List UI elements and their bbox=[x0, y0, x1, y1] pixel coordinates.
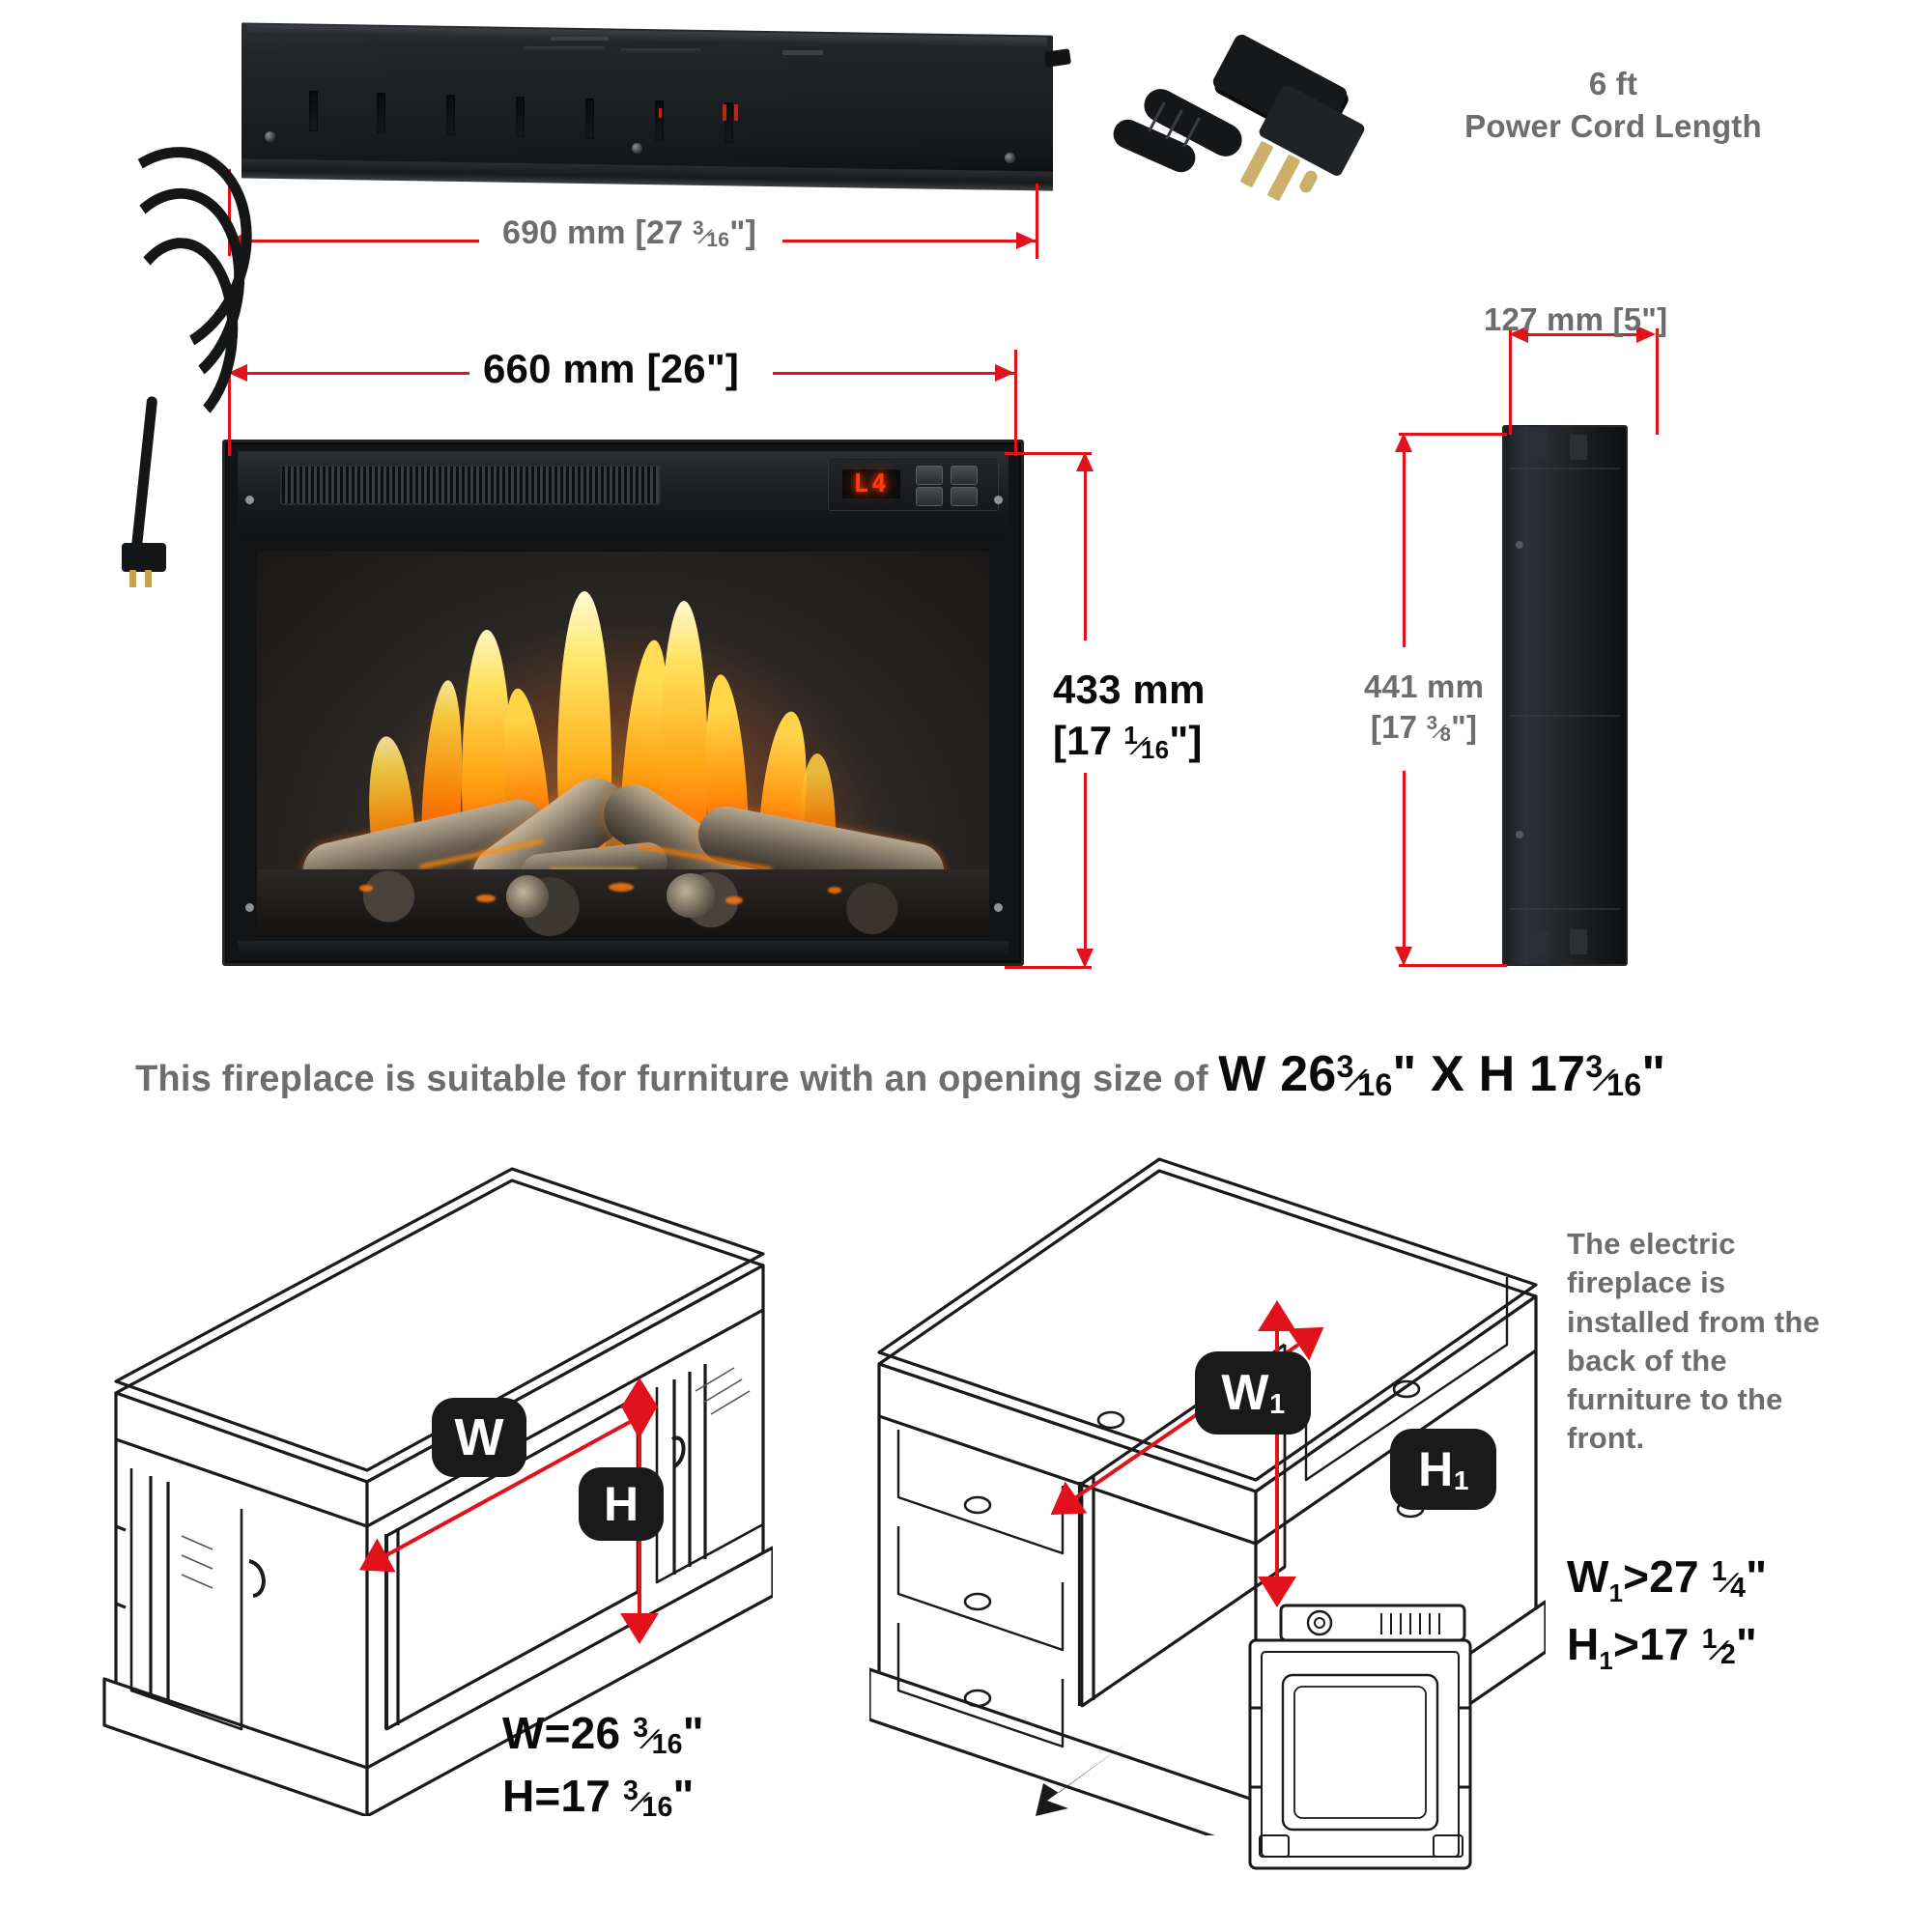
flame-effect-glass bbox=[257, 552, 989, 881]
side-view-height-label: 441 mm [17 3⁄8"] bbox=[1364, 668, 1485, 746]
side-view-depth-label: 127 mm [5"] bbox=[1484, 301, 1668, 337]
spec-w: W=26 3⁄16" bbox=[502, 1708, 704, 1760]
badge-h: H bbox=[580, 1468, 663, 1540]
power-cord-caption-text: Power Cord Length bbox=[1464, 107, 1762, 144]
control-button-heat[interactable] bbox=[916, 487, 943, 506]
power-cord-length: 6 ft bbox=[1588, 66, 1638, 101]
suitability-lead-text: This fireplace is suitable for furniture… bbox=[135, 1059, 1208, 1099]
suitability-emphasis: W 263⁄16" X H 173⁄16" bbox=[1218, 1046, 1666, 1103]
install-note: The electric fireplace is installed from… bbox=[1567, 1227, 1820, 1456]
suitability-headline: This fireplace is suitable for furniture… bbox=[135, 1045, 1665, 1103]
power-plug-image bbox=[1108, 32, 1381, 222]
led-display-value: L4 bbox=[853, 469, 890, 498]
power-cord-coil bbox=[53, 124, 279, 587]
control-button-timer[interactable] bbox=[951, 487, 978, 506]
spec-h: H=17 3⁄16" bbox=[502, 1771, 695, 1823]
rear-top-view-image bbox=[242, 22, 1071, 191]
control-button-power[interactable] bbox=[951, 466, 978, 485]
furniture-right-specs: W1>27 1⁄4" H1>17 1⁄2" bbox=[1567, 1544, 1767, 1679]
badge-w: W bbox=[433, 1399, 526, 1476]
spec-w1: W1>27 1⁄4" bbox=[1567, 1551, 1768, 1608]
control-button-flame[interactable] bbox=[916, 466, 943, 485]
ember-bed bbox=[257, 869, 989, 937]
furniture-rear-install-drawing bbox=[869, 1157, 1546, 1835]
front-view-height-label: 433 mm [17 1⁄16"] bbox=[1053, 667, 1206, 765]
front-view-image: L4 bbox=[222, 440, 1024, 966]
rear-view-width-label: 690 mm [27 3⁄16"] bbox=[502, 214, 757, 252]
power-cord-caption: 6 ft Power Cord Length bbox=[1420, 63, 1806, 147]
insert-unit-rear-drawing bbox=[1248, 1604, 1472, 1870]
furniture-left-specs: W=26 3⁄16" H=17 3⁄16" bbox=[502, 1702, 704, 1829]
front-view-width-label: 660 mm [26"] bbox=[483, 346, 740, 391]
spec-h1: H1>17 1⁄2" bbox=[1567, 1618, 1757, 1676]
side-view-image bbox=[1502, 425, 1628, 966]
